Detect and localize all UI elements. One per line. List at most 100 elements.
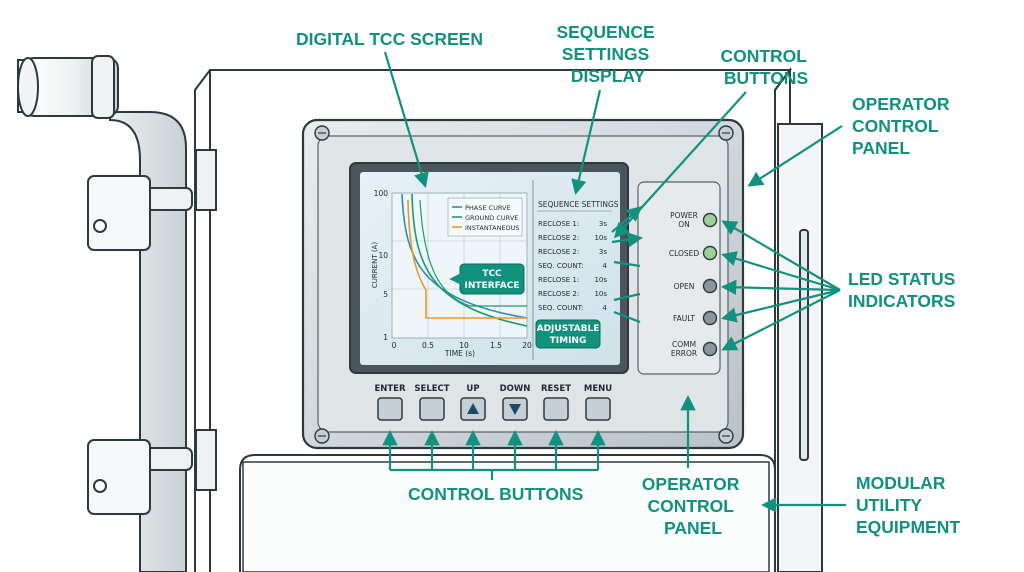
led-indicator-icon [702, 245, 718, 261]
arrow-sequence-settings [571, 89, 602, 195]
keypad-label: DOWN [500, 384, 531, 394]
y-tick-label: 100 [374, 189, 389, 198]
arrow-led-3 [720, 279, 841, 296]
up-triangle-icon [467, 403, 479, 414]
x-tick-label: 10 [459, 341, 469, 350]
led-indicator-icon [702, 278, 718, 294]
led-label: CLOSED [669, 249, 700, 258]
down-triangle-icon [509, 404, 521, 415]
led-label: ERROR [671, 349, 697, 358]
callout-line: OPERATOR [852, 94, 950, 114]
arrow-led-2 [721, 251, 841, 292]
callout-labels: DIGITAL TCC SCREEN SEQUENCE SETTINGS DIS… [296, 22, 960, 538]
instantaneous-curve [407, 199, 527, 319]
led-indicator-icon [702, 310, 718, 326]
arrow-side-btn-4 [613, 292, 641, 302]
badge-tcc-label: TCC [482, 269, 502, 279]
led-label: ON [678, 220, 690, 229]
callout-line: MODULAR [856, 473, 946, 493]
y-tick-label: 10 [378, 251, 388, 260]
x-tick-label: 20 [522, 341, 532, 350]
settings-row-label: RECLOSE 1: [538, 276, 579, 284]
arrow-side-btn-1 [611, 205, 643, 233]
settings-row-label: RECLOSE 2: [538, 234, 579, 242]
keypad-label: RESET [541, 384, 571, 394]
settings-row-value: 4 [603, 304, 608, 312]
x-tick-label: 0.5 [422, 341, 434, 350]
callout-line: UTILITY [856, 495, 922, 515]
settings-row-value: 10s [594, 290, 607, 298]
callout-line: PANEL [664, 518, 722, 538]
settings-row-value: 10s [594, 234, 607, 242]
callout-arrows [382, 51, 846, 513]
settings-title: SEQUENCE SETTINGS [538, 200, 619, 209]
arrow-led-5 [721, 289, 841, 351]
settings-row-label: RECLOSE 1: [538, 220, 579, 228]
callout-sequence-settings-display: SEQUENCE SETTINGS DISPLAY [556, 22, 659, 86]
callout-line: LED STATUS [848, 269, 955, 289]
led-label: OPEN [674, 282, 695, 291]
settings-row-label: SEQ. COUNT: [538, 262, 583, 270]
badge-timing-label: TIMING [550, 336, 587, 346]
legend-entry: GROUND CURVE [465, 214, 518, 222]
callout-line: PANEL [852, 138, 910, 158]
keypad-label: ENTER [374, 384, 406, 394]
callout-line: CONTROL [647, 496, 734, 516]
tcc-chart: 100 10 5 10 0.5 10 1.5 20 CURRENT (A) TIME (s) PHA… [371, 189, 601, 358]
arrow-operator-panel-top [747, 125, 843, 187]
x-axis-label: TIME (s) [444, 349, 475, 358]
led-label: POWER [670, 211, 698, 220]
settings-row-value: 3s [599, 220, 607, 228]
led-indicator-icon [702, 341, 718, 357]
y-tick-label: 1 [383, 333, 388, 342]
legend-entry: INSTANTANEOUS [465, 224, 520, 232]
keypad-label: UP [466, 384, 479, 394]
x-tick-label: 0 [392, 341, 397, 350]
keypad-select-button[interactable] [419, 397, 445, 421]
settings-row-label: SEQ. COUNT: [538, 304, 583, 312]
badge-interface-label: INTERFACE [465, 281, 520, 291]
settings-row-value: 10s [594, 276, 607, 284]
y-axis-label: CURRENT (A) [371, 242, 379, 288]
keypad-enter-button[interactable] [377, 397, 403, 421]
settings-row-label: RECLOSE 2: [538, 290, 579, 298]
badge-adjustable-label: ADJUSTABLE [537, 324, 600, 334]
conduit-pipe [17, 55, 217, 572]
arrow-led-4 [721, 288, 841, 323]
keypad-reset-button[interactable] [543, 397, 569, 421]
led-indicator-icon [702, 212, 718, 228]
callout-line: SETTINGS [562, 44, 650, 64]
callout-line: CONTROL [720, 46, 807, 66]
led-status-panel [637, 181, 721, 375]
led-label: FAULT [673, 314, 695, 323]
phase-curve [401, 193, 528, 319]
keypad-label: MENU [584, 384, 612, 394]
arrow-side-btn-3 [613, 260, 641, 268]
callout-line: CONTROL [852, 116, 939, 136]
callout-led-status-indicators: LED STATUS INDICATORS [848, 269, 960, 311]
arrow-side-btn-5 [613, 310, 641, 324]
callout-operator-control-panel-bottom: OPERATOR CONTROL PANEL [642, 474, 744, 538]
callout-operator-control-panel-top: OPERATOR CONTROL PANEL [852, 94, 954, 158]
y-tick-label: 5 [383, 290, 388, 299]
x-tick-label: 1.5 [490, 341, 502, 350]
legend-entry: PHASE CURVE [465, 204, 511, 212]
callout-control-buttons-top: CONTROL BUTTONS [720, 46, 811, 88]
callout-control-buttons-bottom: CONTROL BUTTONS [408, 484, 583, 504]
callout-line: DISPLAY [571, 66, 646, 86]
settings-row-value: 4 [603, 262, 608, 270]
callout-digital-tcc-screen: DIGITAL TCC SCREEN [296, 29, 483, 49]
callout-modular-utility-equipment: MODULAR UTILITY EQUIPMENT [856, 473, 960, 537]
badge-adjustable-timing [535, 319, 601, 349]
settings-row-label: RECLOSE 2: [538, 248, 579, 256]
led-label: COMM [672, 340, 696, 349]
arrow-led-1 [721, 220, 841, 291]
callout-line: SEQUENCE [556, 22, 654, 42]
callout-line: OPERATOR [642, 474, 740, 494]
keypad-menu-button[interactable] [585, 397, 611, 421]
ground-curve-secondary [419, 199, 527, 307]
